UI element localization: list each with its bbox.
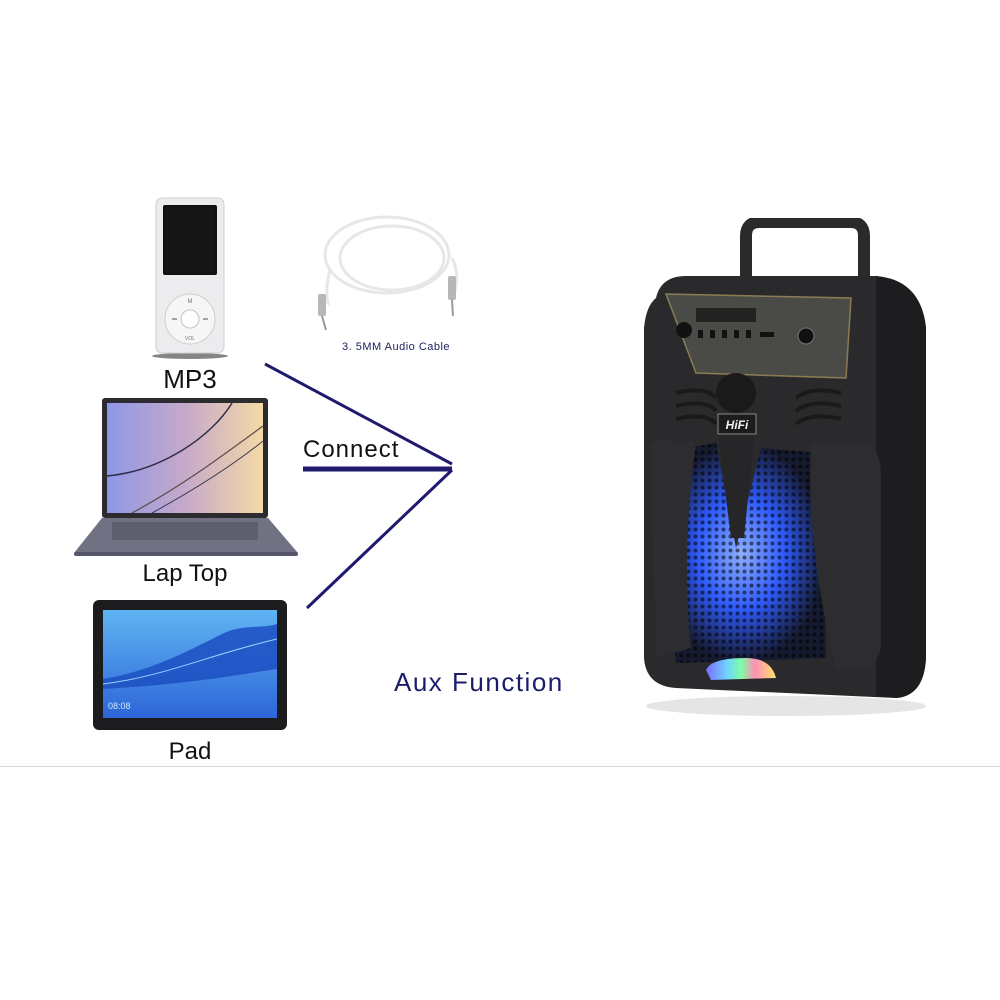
tablet-icon: 08:08 xyxy=(93,600,287,730)
laptop-label: Lap Top xyxy=(142,560,228,587)
svg-text:HiFi: HiFi xyxy=(726,418,749,432)
mp3-player-image: M VOL xyxy=(150,196,230,361)
mp3-player-icon: M VOL xyxy=(152,197,228,359)
tablet-image: 08:08 xyxy=(92,599,288,731)
divider-line xyxy=(0,766,1000,767)
laptop-icon xyxy=(74,398,298,556)
audio-cable-icon xyxy=(318,215,459,331)
aux-function-label: Aux Function xyxy=(394,667,564,697)
connect-label: Connect xyxy=(303,436,400,463)
svg-text:M: M xyxy=(188,299,193,305)
mp3-label: MP3 xyxy=(163,364,217,394)
svg-text:08:08: 08:08 xyxy=(108,701,131,711)
speaker-image: HiFi xyxy=(636,218,936,718)
laptop-image xyxy=(72,396,300,558)
speaker-icon: HiFi xyxy=(644,218,926,716)
audio-cable-image xyxy=(312,210,472,340)
cable-label: 3. 5MM Audio Cable xyxy=(342,341,451,353)
tablet-label: Pad xyxy=(168,738,212,765)
svg-text:VOL: VOL xyxy=(185,336,195,342)
